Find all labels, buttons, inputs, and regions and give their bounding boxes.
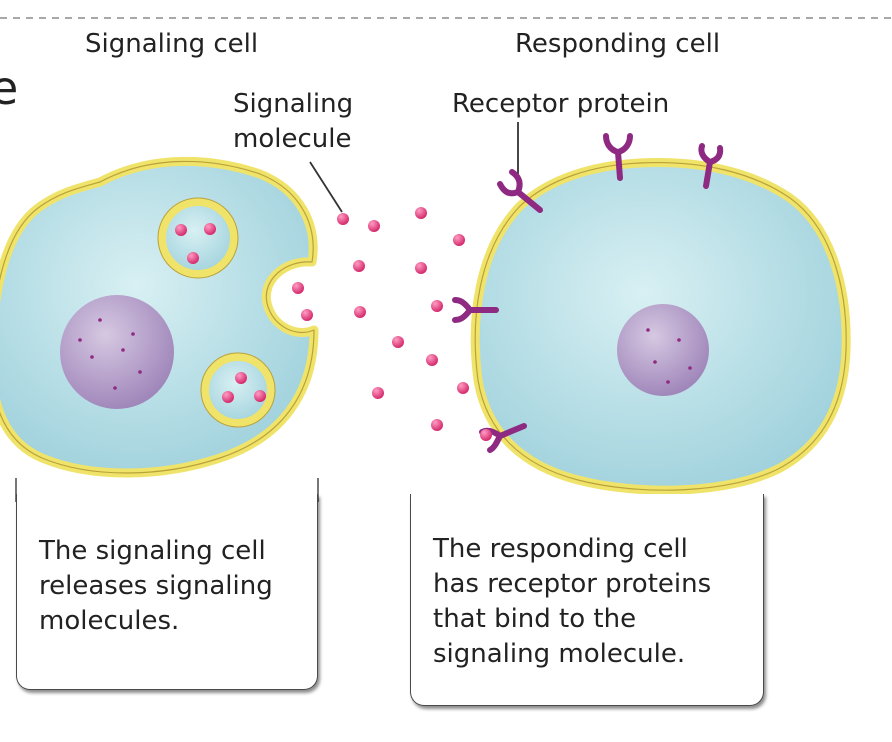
signaling-molecule (354, 306, 366, 318)
responding-caption-line-4: signaling molecule. (433, 639, 686, 669)
signaling-molecule (235, 372, 247, 384)
signaling-cell (0, 157, 319, 478)
vesicle-upper (158, 198, 238, 278)
responding-caption-line-1: The responding cell (433, 534, 688, 564)
signaling-molecule (431, 300, 443, 312)
signaling-molecule (292, 282, 304, 294)
signaling-nucleus-dots (78, 318, 142, 390)
responding-nucleus-dots (646, 328, 692, 384)
signaling-molecule (368, 220, 380, 232)
signaling-molecule (415, 262, 427, 274)
responding-cell (470, 158, 851, 495)
signaling-cell-caption-box: The signaling cell releases signaling mo… (16, 494, 318, 690)
receptor-upper-right (698, 143, 724, 189)
cropped-slide-letter: e (0, 61, 18, 115)
responding-caption-line-2: has receptor proteins (433, 569, 712, 599)
signaling-molecule (457, 382, 469, 394)
signaling-molecule (480, 429, 492, 441)
signaling-cell-nucleus (60, 295, 174, 409)
signaling-cell-label: Signaling cell (85, 29, 258, 59)
signaling-molecule (187, 252, 199, 264)
signaling-molecules (175, 207, 492, 441)
signaling-molecule (431, 419, 443, 431)
signaling-molecule-label-line1: Signaling (233, 89, 353, 119)
signaling-molecule (453, 234, 465, 246)
signaling-molecule (175, 224, 187, 236)
signaling-molecule (222, 391, 234, 403)
signaling-molecule (392, 336, 404, 348)
signaling-caption-line-1: The signaling cell (39, 536, 266, 566)
signaling-molecule (254, 390, 266, 402)
receptor-upper-left (497, 169, 543, 213)
signaling-molecule (353, 260, 365, 272)
signaling-molecule (301, 309, 313, 321)
signaling-molecule (204, 223, 216, 235)
responding-caption-line-3: that bind to the (433, 604, 637, 634)
responding-cell-caption-box: The responding cell has receptor protein… (410, 494, 764, 706)
responding-cell-membrane-edge (474, 161, 847, 491)
signaling-molecule (337, 213, 349, 225)
signaling-molecule-leader-line (309, 161, 343, 213)
receptor-proteins (452, 133, 724, 453)
receptor-top (603, 133, 633, 181)
signaling-cell-membrane-edge (0, 160, 315, 474)
receptor-protein-label: Receptor protein (452, 89, 669, 119)
signaling-molecule (372, 387, 384, 399)
signaling-molecule (415, 207, 427, 219)
signaling-caption-line-3: molecules. (39, 606, 180, 636)
vesicle-lower (201, 353, 275, 427)
signaling-caption-line-2: releases signaling (39, 571, 273, 601)
signaling-molecule-label-line2: molecule (233, 124, 351, 154)
responding-cell-nucleus (617, 304, 709, 396)
receptor-left-bound (452, 297, 499, 323)
responding-cell-label: Responding cell (515, 29, 720, 59)
signaling-molecule (426, 354, 438, 366)
